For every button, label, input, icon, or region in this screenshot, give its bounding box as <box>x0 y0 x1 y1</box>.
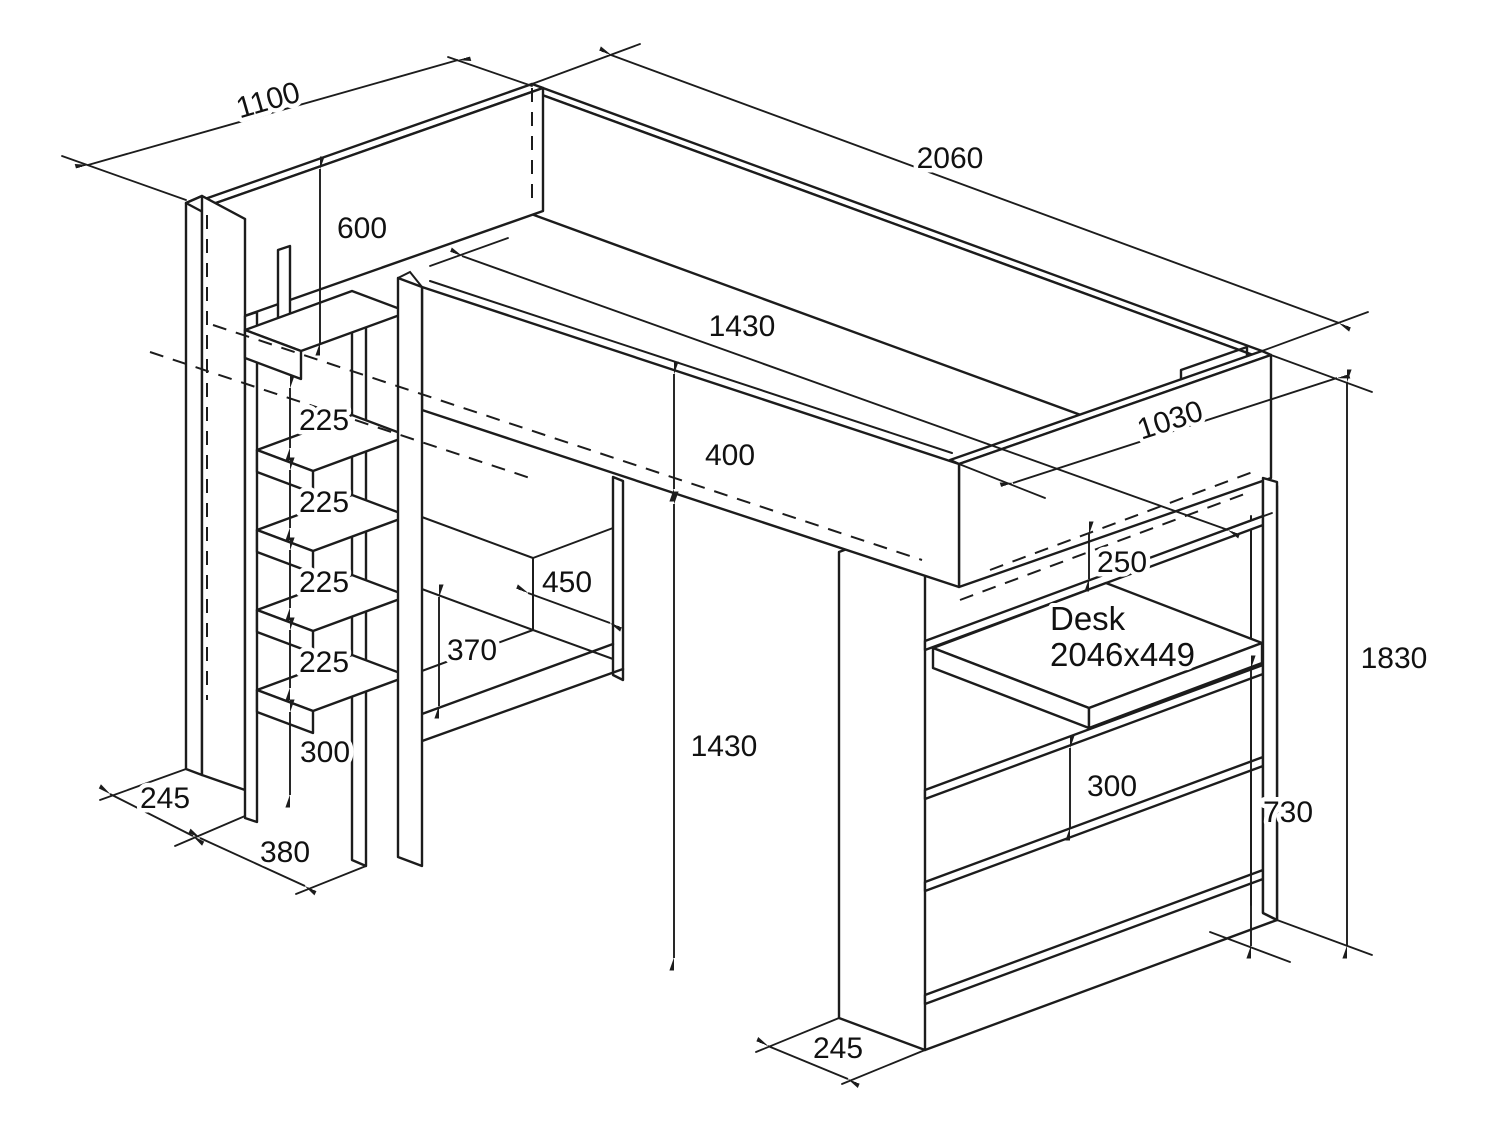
middle-shelf-bottom-board <box>409 642 625 747</box>
dim-label-730: 730 <box>1263 796 1313 829</box>
front-left-post-cap <box>397 270 423 288</box>
front-left-post <box>396 270 424 868</box>
dim-label-400: 400 <box>705 439 755 472</box>
dim-380-line <box>200 838 305 886</box>
dim-label-225-2: 225 <box>299 486 349 519</box>
dim-label-2060: 2060 <box>917 142 984 175</box>
headboard-left-face <box>184 194 204 777</box>
dim-1030-line <box>1013 378 1337 483</box>
dim-label-1430-height: 1430 <box>691 730 758 763</box>
dim-label-370: 370 <box>447 634 497 667</box>
ladder-left-rail <box>243 310 259 824</box>
front-left-post-face <box>396 276 424 868</box>
dimension-lines <box>88 55 1347 1079</box>
dim-label-300-shelf: 300 <box>1087 770 1137 803</box>
dim-1100-line <box>88 60 458 165</box>
bookcase-left-panel <box>837 518 927 1052</box>
dim-450-line <box>528 593 610 623</box>
dim-label-1100: 1100 <box>233 76 304 126</box>
dim-label-245-right: 245 <box>813 1032 863 1065</box>
desk-label-line1: Desk <box>1050 600 1126 637</box>
dim-label-225-4: 225 <box>299 646 349 679</box>
dim-label-245-left: 245 <box>140 782 190 815</box>
dimension-labels: 1100 2060 600 1430 400 1030 225 225 225 … <box>135 71 1431 1069</box>
desk <box>931 581 1264 730</box>
dim-245-left-line <box>110 794 193 836</box>
dim-label-1830: 1830 <box>1361 642 1428 675</box>
dim-label-600: 600 <box>337 212 387 245</box>
top-step-platform-front <box>243 328 303 381</box>
headboard-side-face <box>200 194 247 792</box>
dim-245-right-line <box>768 1046 848 1079</box>
foot-post <box>1261 476 1279 922</box>
dim-label-300-ladder: 300 <box>300 736 350 769</box>
dim-label-450: 450 <box>542 566 592 599</box>
head-rail-inner-face <box>211 86 545 329</box>
desk-label-line2: 2046x449 <box>1050 636 1195 673</box>
bookcase-bottom-edge <box>923 918 1279 1052</box>
hidden-bed-base-edge-2 <box>149 351 531 479</box>
headboard-and-steps <box>184 194 410 868</box>
bookcase-bottom-board <box>923 868 1265 1006</box>
dim-label-1430-length: 1430 <box>709 310 776 343</box>
middle-shelf-right-panel <box>611 475 625 682</box>
dim-label-380: 380 <box>260 836 310 869</box>
dim-label-225-3: 225 <box>299 566 349 599</box>
dim-label-225-1: 225 <box>299 404 349 437</box>
dim-label-250: 250 <box>1097 546 1147 579</box>
hidden-foot-edge-2 <box>959 491 1251 601</box>
